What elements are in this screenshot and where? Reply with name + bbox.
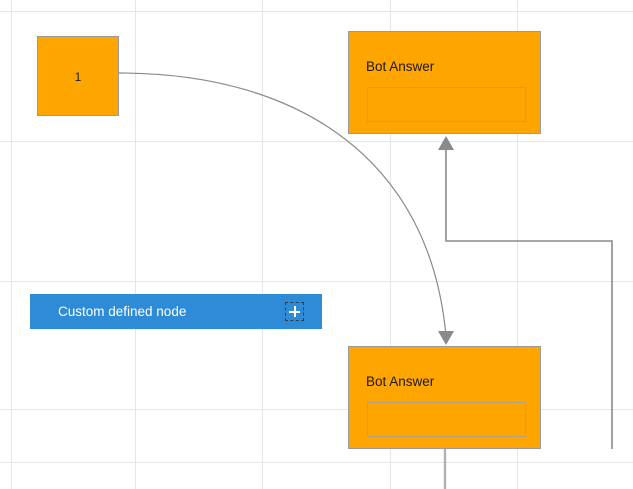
node-bot-answer-top-label: Bot Answer [366, 59, 435, 74]
custom-defined-node-label: Custom defined node [58, 304, 187, 319]
custom-defined-node-item[interactable]: Custom defined node [30, 294, 322, 329]
node-bot-answer-bottom[interactable]: Bot Answer [348, 346, 541, 449]
node-bot-answer-bottom-label: Bot Answer [366, 374, 435, 389]
node-1-label: 1 [74, 70, 82, 84]
edge-orthogonal-arrowhead-icon [438, 136, 454, 150]
node-bot-answer-top-slot[interactable] [367, 87, 526, 122]
edge-curved-arrowhead-icon [438, 331, 454, 345]
node-1[interactable]: 1 [37, 36, 119, 116]
edge-orthogonal-bot-bottom-to-bot-top[interactable] [445, 149, 613, 449]
plus-icon[interactable] [285, 302, 304, 321]
node-bot-answer-bottom-slot[interactable] [367, 402, 526, 437]
node-bot-answer-top[interactable]: Bot Answer [348, 31, 541, 134]
edge-curved-node1-to-bot-answer-bottom[interactable] [118, 72, 447, 337]
